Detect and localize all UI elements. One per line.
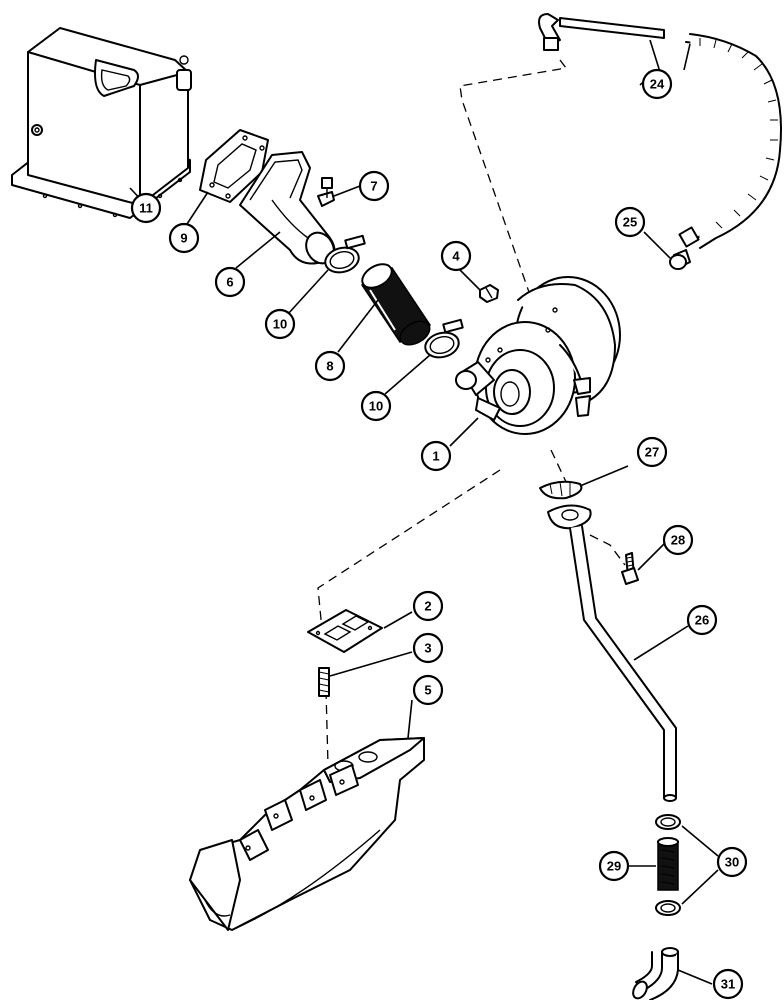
part-28-bolt bbox=[621, 552, 639, 585]
callout-6-label: 6 bbox=[226, 275, 233, 290]
part-31-elbow-tube bbox=[632, 947, 679, 1000]
callout-6: 6 bbox=[214, 266, 246, 298]
callout-9-label: 9 bbox=[180, 231, 187, 246]
callout-10-lower-label: 10 bbox=[369, 399, 383, 414]
part-5-exhaust-manifold bbox=[189, 737, 425, 931]
part-7-bolt bbox=[317, 177, 335, 207]
callout-26: 26 bbox=[686, 604, 718, 636]
callout-28-label: 28 bbox=[671, 533, 685, 548]
callout-8-label: 8 bbox=[326, 359, 333, 374]
part-3-stud bbox=[318, 667, 330, 697]
callout-25-label: 25 bbox=[623, 215, 637, 230]
part-24-oil-feed-line bbox=[538, 13, 782, 249]
callout-25: 25 bbox=[614, 206, 646, 238]
part-10-hose-clamp-upper bbox=[324, 234, 366, 274]
callout-10-upper-label: 10 bbox=[273, 317, 287, 332]
callout-4: 4 bbox=[440, 240, 472, 272]
callout-1-label: 1 bbox=[432, 449, 439, 464]
callout-5: 5 bbox=[412, 674, 444, 706]
callout-31-label: 31 bbox=[721, 977, 735, 992]
callout-10-upper: 10 bbox=[264, 308, 296, 340]
callout-3-label: 3 bbox=[424, 641, 431, 656]
part-4-nut bbox=[479, 284, 499, 303]
callout-27-label: 27 bbox=[645, 445, 659, 460]
part-27-drain-gasket bbox=[539, 480, 583, 500]
callout-2: 2 bbox=[412, 590, 444, 622]
callout-31: 31 bbox=[712, 968, 744, 1000]
callout-27: 27 bbox=[636, 436, 668, 468]
part-2-manifold-gasket bbox=[307, 609, 383, 653]
callout-8: 8 bbox=[314, 350, 346, 382]
part-25-fitting bbox=[669, 249, 691, 270]
callout-28: 28 bbox=[662, 524, 694, 556]
callout-11: 11 bbox=[130, 192, 162, 224]
part-30-hose-clamps bbox=[655, 814, 681, 916]
callout-3: 3 bbox=[412, 632, 444, 664]
callout-30: 30 bbox=[716, 846, 748, 878]
callout-11-label: 11 bbox=[139, 201, 153, 216]
callout-9: 9 bbox=[168, 222, 200, 254]
callout-5-label: 5 bbox=[424, 683, 431, 698]
callout-7-label: 7 bbox=[370, 179, 377, 194]
part-29-drain-hose bbox=[657, 837, 679, 891]
callout-24-label: 24 bbox=[650, 77, 665, 92]
callout-1: 1 bbox=[420, 440, 452, 472]
callout-26-label: 26 bbox=[695, 613, 709, 628]
callout-10-lower: 10 bbox=[360, 390, 392, 422]
callout-30-label: 30 bbox=[725, 855, 739, 870]
callout-7: 7 bbox=[358, 170, 390, 202]
part-1-turbocharger bbox=[455, 276, 621, 435]
callout-2-label: 2 bbox=[424, 599, 431, 614]
callout-29-label: 29 bbox=[607, 859, 621, 874]
part-10-hose-clamp-lower bbox=[424, 318, 464, 359]
callout-29: 29 bbox=[598, 850, 630, 882]
callout-4-label: 4 bbox=[452, 249, 460, 264]
assembly-dash-lines bbox=[317, 59, 626, 766]
callout-24: 24 bbox=[641, 68, 673, 100]
part-26-drain-tube bbox=[547, 504, 677, 802]
part-11-intake-cover bbox=[11, 27, 192, 219]
part-9-gasket bbox=[199, 129, 269, 203]
part-8-hose bbox=[360, 263, 432, 346]
